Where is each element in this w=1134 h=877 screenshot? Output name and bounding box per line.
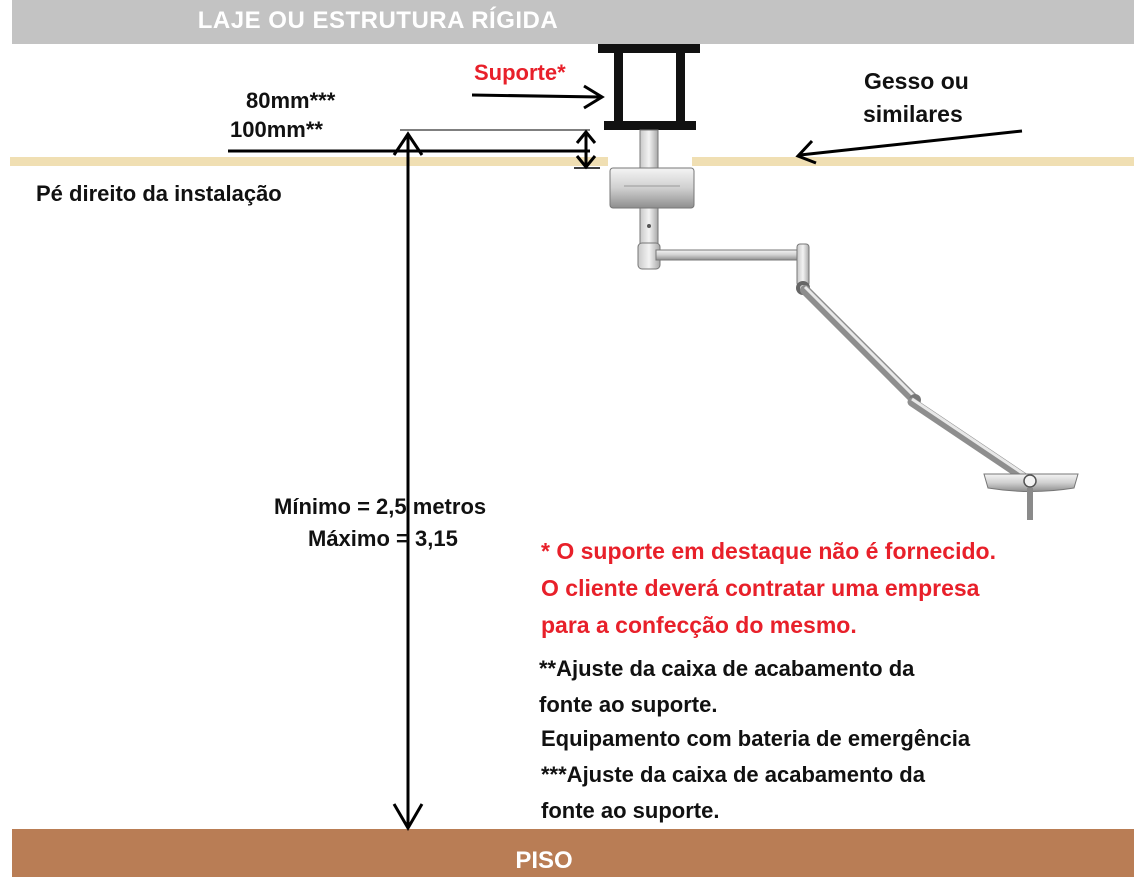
gesso-label-line1: Gesso ou xyxy=(864,68,969,94)
note-support-line1: * O suporte em destaque não é fornecido. xyxy=(541,538,996,564)
maximum-height-label: Máximo = 3,15 xyxy=(308,526,458,551)
minimum-height-label: Mínimo = 2,5 metros xyxy=(274,494,487,519)
ceiling-height-label: Pé direito da instalação xyxy=(36,181,282,206)
floor-bar xyxy=(12,829,1134,877)
note-adjust-80-line2: fonte ao suporte. xyxy=(541,798,720,823)
note-battery: Equipamento com bateria de emergência xyxy=(541,726,971,751)
surgical-lamp xyxy=(609,129,1079,520)
gesso-pointer-arrow xyxy=(795,129,1023,165)
note-support-line2: O cliente deverá contratar uma empresa xyxy=(541,575,980,601)
note-adjust-100-line1: **Ajuste da caixa de acabamento da xyxy=(539,656,915,681)
gesso-label-line2: similares xyxy=(863,101,963,127)
note-adjust-100-line2: fonte ao suporte. xyxy=(539,692,718,717)
support-pointer-arrow xyxy=(471,84,605,110)
ceiling-label: LAJE OU ESTRUTURA RÍGIDA xyxy=(197,7,559,34)
dimension-100mm-label: 100mm** xyxy=(230,117,323,142)
support-bracket xyxy=(598,44,700,130)
ceiling-height-arrow xyxy=(392,131,424,831)
ceiling-slab-bar xyxy=(12,0,1134,44)
dimension-80mm-label: 80mm*** xyxy=(246,88,336,113)
floor-label: PISO xyxy=(515,847,573,874)
support-label: Suporte* xyxy=(474,60,566,85)
gesso-ceiling-right xyxy=(692,157,1134,166)
gesso-ceiling-left xyxy=(10,157,608,166)
note-adjust-80-line1: ***Ajuste da caixa de acabamento da xyxy=(541,762,925,787)
note-support-line3: para a confecção do mesmo. xyxy=(541,612,857,638)
